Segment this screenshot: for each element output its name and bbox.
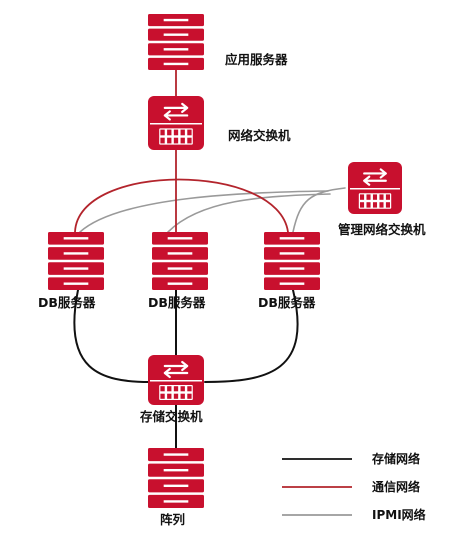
switch-port bbox=[372, 202, 378, 208]
switch-port bbox=[366, 202, 371, 208]
management-switch: 管理网络交换机 bbox=[338, 162, 426, 237]
switch-port bbox=[187, 393, 192, 399]
server-slot bbox=[167, 252, 193, 255]
server-slot bbox=[279, 267, 305, 270]
ipmi-link-mgmt-db2 bbox=[167, 193, 331, 233]
switch-port bbox=[167, 129, 172, 136]
server-icon bbox=[264, 232, 320, 290]
server-slot bbox=[63, 252, 89, 255]
switch-port bbox=[385, 202, 390, 208]
management-switch-label: 管理网络交换机 bbox=[338, 222, 426, 237]
server-slot bbox=[163, 468, 189, 472]
server-slot bbox=[163, 48, 189, 51]
switch-port bbox=[167, 137, 172, 144]
server-slot bbox=[163, 484, 189, 488]
db-server-3-label: DB服务器 bbox=[258, 295, 316, 310]
server-icon bbox=[148, 14, 204, 70]
server-slot bbox=[279, 237, 305, 240]
db-server-1-label: DB服务器 bbox=[38, 295, 96, 310]
server-slot bbox=[279, 282, 305, 285]
arrow-right-icon bbox=[163, 360, 189, 372]
server-icon bbox=[148, 448, 204, 508]
comm-link-db1-db3 bbox=[74, 178, 289, 233]
storage-switch-label: 存储交换机 bbox=[139, 409, 203, 424]
server-slot bbox=[163, 18, 189, 22]
switch-icon bbox=[148, 96, 204, 150]
legend-label-storage: 存储网络 bbox=[371, 451, 420, 466]
arrow-right-icon bbox=[363, 168, 387, 179]
app-server-label: 应用服务器 bbox=[225, 52, 288, 67]
switch-port bbox=[173, 386, 179, 392]
switch-port bbox=[187, 137, 192, 144]
switch-port bbox=[160, 129, 165, 136]
storage-switch: 存储交换机 bbox=[139, 355, 204, 424]
switch-port bbox=[180, 129, 185, 136]
switch-divider bbox=[150, 380, 202, 382]
switch-port bbox=[366, 194, 371, 200]
server-slot bbox=[163, 62, 189, 66]
switch-port bbox=[167, 393, 172, 399]
server-slot bbox=[167, 237, 193, 240]
network-switch: 网络交换机 bbox=[148, 96, 291, 150]
switch-port bbox=[167, 386, 172, 392]
switch-divider bbox=[150, 123, 202, 125]
server-slot bbox=[167, 267, 193, 270]
db-server-3: DB服务器 bbox=[258, 232, 320, 310]
switch-port bbox=[160, 137, 165, 144]
legend-item-ipmi: IPMI网络 bbox=[282, 507, 426, 522]
switch-port bbox=[180, 137, 185, 144]
switch-port bbox=[160, 386, 165, 392]
switch-port bbox=[385, 194, 390, 200]
server-slot bbox=[167, 282, 193, 285]
switch-port bbox=[187, 386, 192, 392]
server-slot bbox=[163, 453, 189, 456]
legend-label-comm: 通信网络 bbox=[372, 479, 420, 494]
switch-port bbox=[173, 137, 179, 144]
switch-icon bbox=[148, 355, 204, 405]
arrow-left-icon bbox=[363, 175, 387, 186]
app-server: 应用服务器 bbox=[148, 14, 288, 70]
db-server-2: DB服务器 bbox=[148, 232, 208, 310]
switch-port bbox=[379, 194, 384, 200]
links bbox=[73, 69, 346, 449]
storage-link-db1-switch bbox=[73, 289, 151, 383]
server-slot bbox=[63, 267, 89, 270]
switch-port bbox=[360, 194, 365, 200]
storage-array-label: 阵列 bbox=[160, 512, 185, 527]
ipmi-link-mgmt-db3 bbox=[292, 187, 346, 233]
switch-port bbox=[173, 129, 179, 136]
server-slot bbox=[163, 33, 189, 36]
switch-divider bbox=[350, 188, 400, 190]
switch-port bbox=[173, 393, 179, 399]
ipmi-link-mgmt-db1 bbox=[79, 190, 329, 233]
storage-array: 阵列 bbox=[148, 448, 204, 527]
legend-item-storage: 存储网络 bbox=[282, 451, 420, 466]
switch-port bbox=[187, 129, 192, 136]
server-slot bbox=[63, 237, 89, 240]
arrow-left-icon bbox=[163, 367, 189, 379]
server-slot bbox=[279, 252, 305, 255]
switch-port bbox=[379, 202, 384, 208]
server-slot bbox=[63, 282, 89, 285]
switch-port bbox=[180, 386, 185, 392]
switch-port bbox=[360, 202, 365, 208]
server-slot bbox=[163, 500, 189, 503]
db-server-2-label: DB服务器 bbox=[148, 295, 206, 310]
network-switch-label: 网络交换机 bbox=[228, 128, 291, 143]
server-icon bbox=[152, 232, 208, 290]
legend-label-ipmi: IPMI网络 bbox=[372, 507, 426, 522]
switch-icon bbox=[348, 162, 402, 214]
db-server-1: DB服务器 bbox=[38, 232, 104, 310]
arrow-right-icon bbox=[163, 102, 189, 113]
storage-link-db3-switch bbox=[204, 289, 299, 383]
legend-item-comm: 通信网络 bbox=[282, 479, 420, 494]
switch-port bbox=[180, 393, 185, 399]
arrow-left-icon bbox=[163, 110, 189, 121]
switch-port bbox=[160, 393, 165, 399]
legend: 存储网络 通信网络 IPMI网络 bbox=[282, 451, 426, 522]
switch-port bbox=[372, 194, 378, 200]
server-icon bbox=[48, 232, 104, 290]
